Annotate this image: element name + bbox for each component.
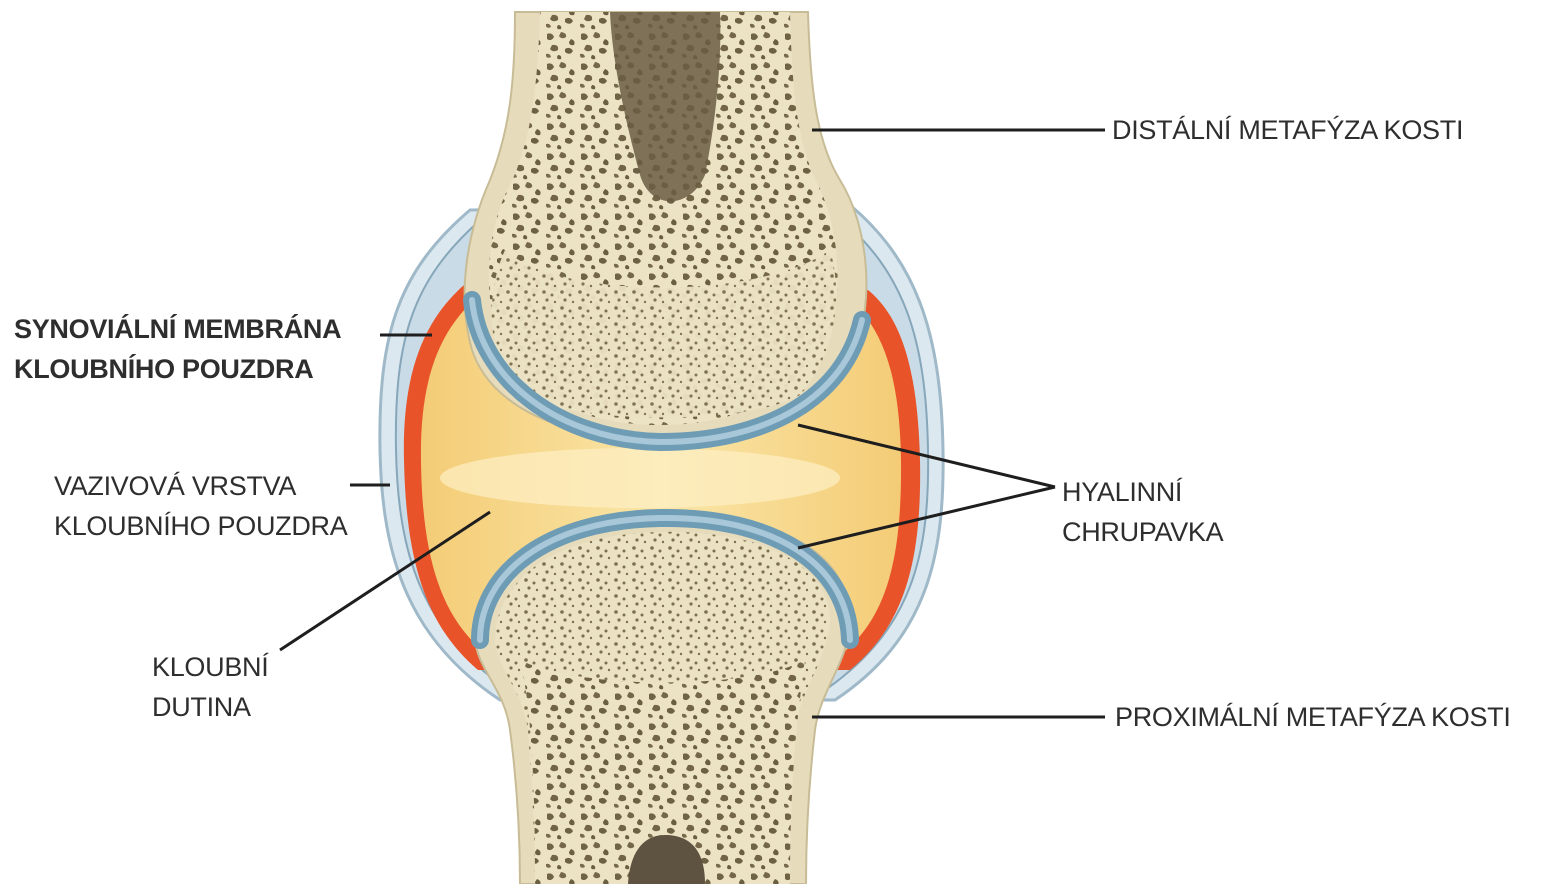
label-hyaline-cartilage: HYALINNÍ CHRUPAVKA	[1062, 472, 1223, 552]
label-hyaline-line2: CHRUPAVKA	[1062, 512, 1223, 552]
label-cavity-line1: KLOUBNÍ	[152, 647, 268, 687]
label-synovial-line1: SYNOVIÁLNÍ MEMBRÁNA	[14, 309, 341, 349]
label-fibrous-layer: VAZIVOVÁ VRSTVA KLOUBNÍHO POUZDRA	[54, 466, 347, 546]
label-synovial-membrane: SYNOVIÁLNÍ MEMBRÁNA KLOUBNÍHO POUZDRA	[14, 309, 341, 389]
label-fibrous-line1: VAZIVOVÁ VRSTVA	[54, 466, 347, 506]
label-proximal-metaphysis: PROXIMÁLNÍ METAFÝZA KOSTI	[1115, 697, 1511, 737]
label-cavity-line2: DUTINA	[152, 687, 268, 727]
label-fibrous-line2: KLOUBNÍHO POUZDRA	[54, 506, 347, 546]
label-distal-metaphysis: DISTÁLNÍ METAFÝZA KOSTI	[1112, 110, 1463, 150]
label-synovial-line2: KLOUBNÍHO POUZDRA	[14, 349, 341, 389]
label-hyaline-line1: HYALINNÍ	[1062, 472, 1223, 512]
label-joint-cavity: KLOUBNÍ DUTINA	[152, 647, 268, 727]
